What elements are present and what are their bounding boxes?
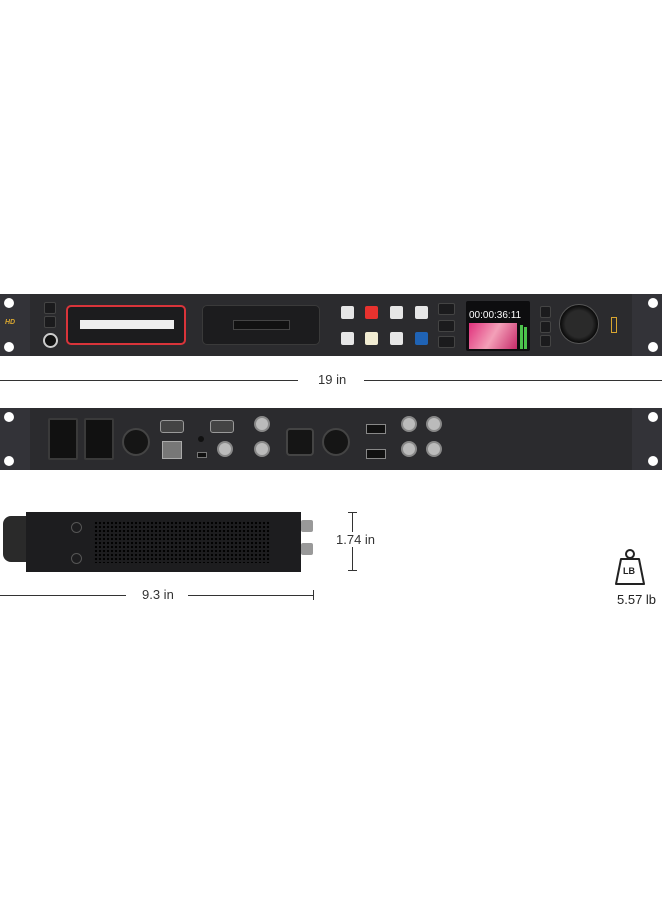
bnc-connector <box>217 441 233 457</box>
rack-hole <box>4 298 14 308</box>
bnc-connector <box>401 441 417 457</box>
record-button[interactable] <box>365 306 378 319</box>
width-dimension-line <box>0 380 298 381</box>
remote-in-port <box>160 420 184 433</box>
ref-jack <box>198 436 204 442</box>
bnc-connector <box>426 441 442 457</box>
media-slot-1[interactable] <box>66 305 186 345</box>
scroll-mode-button[interactable] <box>540 335 551 347</box>
bnc-connector <box>426 416 442 432</box>
lcd-screen: 00:00:36:11 <box>466 301 530 351</box>
media-slot-2[interactable] <box>202 305 320 345</box>
dimension-tick <box>348 512 357 513</box>
rack-hole <box>4 456 14 466</box>
side-bnc <box>301 520 313 532</box>
stop-button[interactable] <box>415 332 428 345</box>
audio-meter <box>520 325 523 349</box>
rack-hole <box>4 412 14 422</box>
weight-value: 5.57 lb <box>617 592 657 607</box>
audio-meter <box>524 327 527 349</box>
search-button[interactable] <box>438 303 455 315</box>
logo: HD <box>5 319 16 326</box>
ssd-card <box>80 320 174 329</box>
hdmi-in-port <box>366 449 386 459</box>
bnc-connector <box>254 441 270 457</box>
bnc-connector <box>254 416 270 432</box>
remote-out-port <box>210 420 234 433</box>
eject-button[interactable] <box>44 302 56 314</box>
front-knob-side <box>3 516 29 562</box>
hdmi-out-port <box>366 424 386 434</box>
play-button[interactable] <box>365 332 378 345</box>
rack-hole <box>4 342 14 352</box>
rack-hole <box>648 456 658 466</box>
usb-c-port <box>197 452 207 458</box>
search-dial[interactable] <box>559 304 599 344</box>
slot-opening <box>233 320 290 330</box>
side-bnc <box>301 543 313 555</box>
front-panel: HD 00:00:36:11 <box>0 294 662 356</box>
power-inlet <box>48 418 78 460</box>
width-dimension-line <box>364 380 662 381</box>
screw <box>71 522 82 533</box>
vent-grille <box>94 521 270 563</box>
rem-button[interactable] <box>44 316 56 328</box>
headphone-jack <box>43 333 58 348</box>
jog-mode-button[interactable] <box>540 306 551 318</box>
set-button[interactable] <box>438 336 455 348</box>
skip-back-button[interactable] <box>341 306 354 319</box>
weight-icon: LB <box>614 548 646 586</box>
depth-dimension-line <box>188 595 314 596</box>
dimension-tick <box>348 570 357 571</box>
depth-dimension-line <box>0 595 126 596</box>
menu-button[interactable] <box>438 320 455 332</box>
power-inlet <box>84 418 114 460</box>
fast-forward-button[interactable] <box>390 332 403 345</box>
xlr-connector <box>122 428 150 456</box>
width-label: 19 in <box>318 372 347 387</box>
depth-label: 9.3 in <box>142 587 174 602</box>
side-view-chassis <box>26 512 301 572</box>
rack-hole <box>648 412 658 422</box>
xlr-connector <box>286 428 314 456</box>
rear-panel <box>0 408 662 470</box>
timecode: 00:00:36:11 <box>469 310 522 321</box>
rack-hole <box>648 342 658 352</box>
input-button[interactable] <box>415 306 428 319</box>
rack-hole <box>648 298 658 308</box>
height-label: 1.74 in <box>334 532 378 547</box>
weight-icon-label: LB <box>623 566 635 576</box>
video-preview <box>469 323 517 349</box>
xlr-connector <box>322 428 350 456</box>
bnc-connector <box>401 416 417 432</box>
skip-forward-button[interactable] <box>390 306 403 319</box>
dimension-tick <box>313 590 314 600</box>
screw <box>71 553 82 564</box>
ethernet-port <box>162 441 182 459</box>
shuttle-mode-button[interactable] <box>540 321 551 333</box>
rewind-button[interactable] <box>341 332 354 345</box>
status-indicator <box>611 317 617 333</box>
